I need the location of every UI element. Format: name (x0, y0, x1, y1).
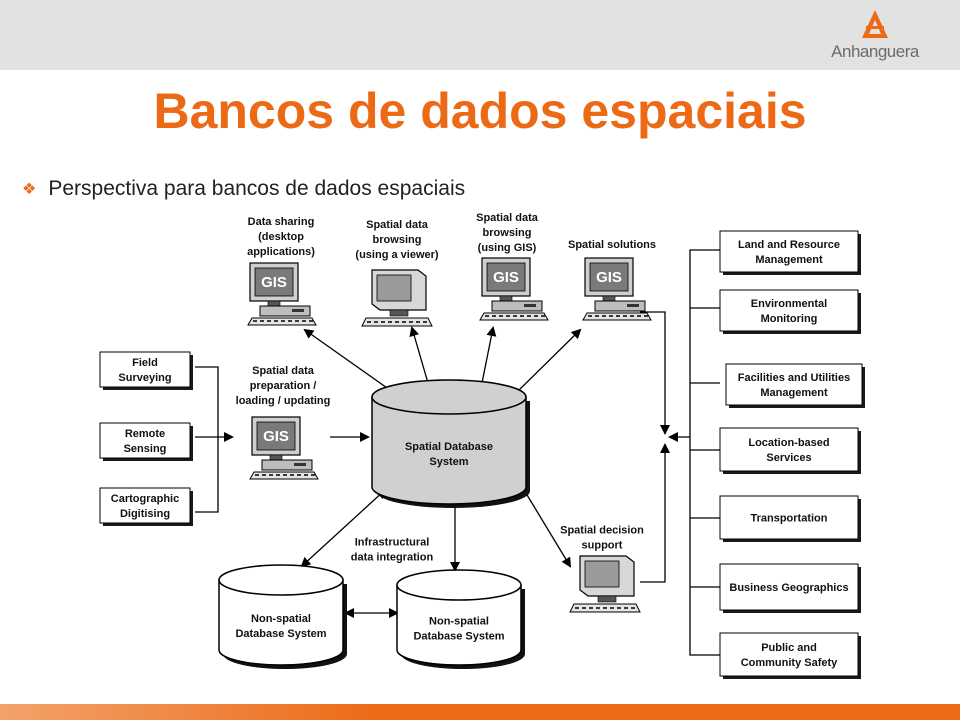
app-transportation-label: Transportation (750, 512, 827, 524)
spatial-browsing-viewer-label: Spatial data browsing (using a viewer) (355, 219, 438, 261)
svg-text:(using GIS): (using GIS) (478, 242, 537, 254)
page-title: Bancos de dados espaciais (153, 83, 807, 139)
svg-text:Public and: Public and (761, 642, 817, 654)
svg-text:applications): applications) (247, 246, 315, 258)
svg-text:Field: Field (132, 357, 158, 369)
svg-text:(using a viewer): (using a viewer) (355, 249, 438, 261)
svg-text:Environmental: Environmental (751, 298, 827, 310)
svg-text:Management: Management (760, 387, 828, 399)
bullet-text: Perspectiva para bancos de dados espacia… (48, 177, 466, 200)
svg-text:Spatial solutions: Spatial solutions (568, 239, 656, 251)
svg-text:Database System: Database System (235, 628, 326, 640)
svg-text:Community Safety: Community Safety (741, 657, 838, 669)
svg-text:Spatial Database: Spatial Database (405, 441, 493, 453)
app-transportation: Transportation (719, 495, 861, 542)
infrastructural-integration-label: Infrastructural data integration (351, 536, 434, 563)
gis-computer-data-sharing: GIS (247, 262, 317, 326)
gis-computer-preparation: GIS (249, 416, 319, 480)
gis-computer-solutions: GIS (582, 257, 652, 321)
gis-computer-browsing: GIS (479, 257, 549, 321)
svg-text:preparation /: preparation / (250, 380, 317, 392)
svg-text:Sensing: Sensing (124, 443, 167, 455)
svg-text:Cartographic: Cartographic (111, 493, 179, 505)
svg-text:Non-spatial: Non-spatial (251, 613, 311, 625)
svg-text:Database System: Database System (413, 630, 504, 642)
svg-text:Surveying: Surveying (118, 372, 171, 384)
svg-text:Non-spatial: Non-spatial (429, 615, 489, 627)
svg-text:Monitoring: Monitoring (761, 313, 818, 325)
data-sharing-label: Data sharing (desktop applications) (247, 216, 315, 258)
svg-text:Spatial data: Spatial data (476, 212, 539, 224)
decision-support-computer (569, 555, 641, 613)
app-business-geographics-label: Business Geographics (729, 582, 848, 594)
viewer-computer (361, 269, 433, 327)
gis-text: GIS (596, 269, 622, 286)
svg-text:support: support (582, 539, 623, 551)
anhanguera-logo: Anhanguera (830, 8, 920, 64)
svg-text:System: System (429, 456, 468, 468)
svg-text:Location-based: Location-based (748, 437, 829, 449)
gis-text: GIS (263, 428, 289, 445)
diamond-bullet-icon: ❖ (22, 181, 37, 198)
spatial-solutions-label: Spatial solutions (568, 239, 656, 251)
app-business-geographics: Business Geographics (719, 563, 861, 613)
svg-text:browsing: browsing (483, 227, 532, 239)
svg-text:Data sharing: Data sharing (248, 216, 315, 228)
svg-text:Infrastructural: Infrastructural (355, 536, 430, 548)
svg-text:Remote: Remote (125, 428, 165, 440)
bullet-item: ❖ Perspectiva para bancos de dados espac… (22, 174, 465, 204)
svg-text:loading / updating: loading / updating (236, 395, 331, 407)
svg-text:(desktop: (desktop (258, 231, 304, 243)
footer-bar (0, 704, 960, 720)
logo-triangle-icon (862, 10, 888, 38)
svg-text:data integration: data integration (351, 551, 434, 563)
svg-text:Land and Resource: Land and Resource (738, 239, 840, 251)
svg-text:Transportation: Transportation (750, 512, 827, 524)
svg-text:Spatial data: Spatial data (252, 365, 315, 377)
svg-text:Spatial decision: Spatial decision (560, 524, 644, 536)
logo-text: Anhanguera (831, 42, 919, 61)
header-bar: Anhanguera (0, 0, 960, 70)
svg-text:Digitising: Digitising (120, 508, 170, 520)
svg-text:Services: Services (766, 452, 811, 464)
svg-text:browsing: browsing (373, 234, 422, 246)
svg-text:Management: Management (755, 254, 823, 266)
svg-text:Spatial data: Spatial data (366, 219, 429, 231)
svg-text:Business Geographics: Business Geographics (729, 582, 848, 594)
spatial-browsing-gis-label: Spatial data browsing (using GIS) (476, 212, 539, 254)
svg-text:Facilities and Utilities: Facilities and Utilities (738, 372, 850, 384)
gis-text: GIS (261, 274, 287, 291)
data-preparation-label: Spatial data preparation / loading / updat… (236, 365, 331, 407)
decision-support-label: Spatial decision support (560, 524, 644, 551)
gis-text: GIS (493, 269, 519, 286)
